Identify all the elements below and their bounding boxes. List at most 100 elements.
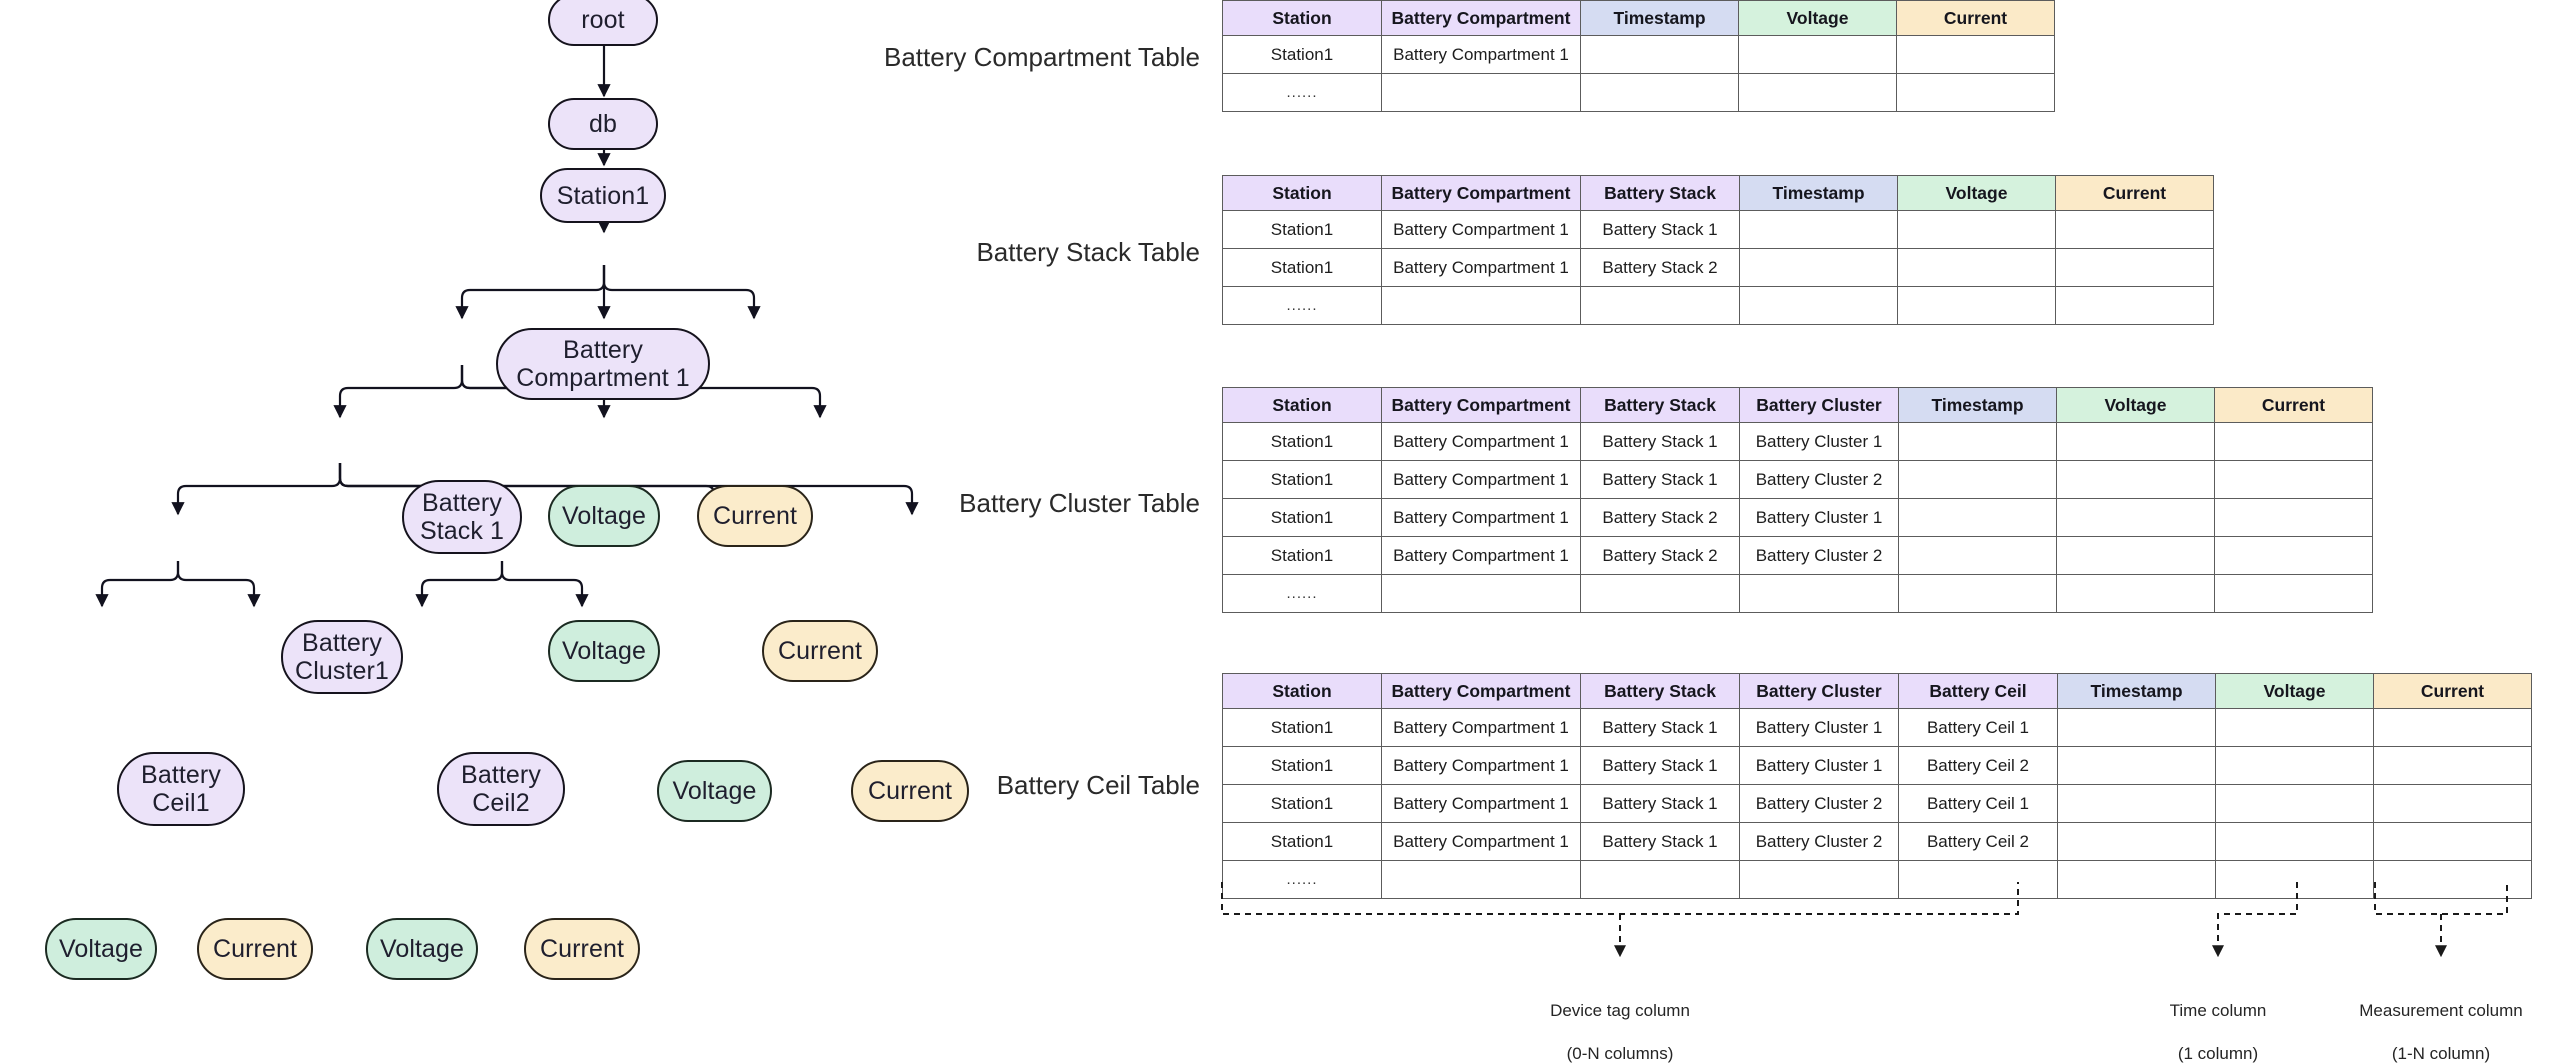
table-cell <box>1898 498 2057 537</box>
tree-node-voltage-ceil1[interactable]: Voltage <box>45 918 157 980</box>
tree-node-current-ceil2[interactable]: Current <box>524 918 640 980</box>
tree-node-current-ceil1[interactable]: Current <box>197 918 313 980</box>
column-header-voltage[interactable]: Voltage <box>2215 673 2374 709</box>
table-cell: Battery Cluster 1 <box>1739 498 1899 537</box>
column-header-voltage[interactable]: Voltage <box>1897 175 2056 211</box>
tree-node-station1[interactable]: Station1 <box>540 168 666 223</box>
table-row[interactable]: ...... <box>1222 860 2532 899</box>
tree-node-cluster1[interactable]: Battery Cluster1 <box>281 620 403 694</box>
column-header-timestamp[interactable]: Timestamp <box>1580 0 1739 36</box>
tree-node-db[interactable]: db <box>548 98 658 150</box>
column-header-station[interactable]: Station <box>1222 387 1382 423</box>
tree-node-root[interactable]: root <box>548 0 658 46</box>
table-cell <box>1897 210 2056 249</box>
table-cell <box>2055 248 2214 287</box>
table-cell <box>1896 73 2055 112</box>
column-header-battery-stack[interactable]: Battery Stack <box>1580 175 1740 211</box>
column-header-timestamp[interactable]: Timestamp <box>2057 673 2216 709</box>
table-cell: Battery Stack 1 <box>1580 210 1740 249</box>
tree-node-current-cluster[interactable]: Current <box>851 760 969 822</box>
column-header-current[interactable]: Current <box>2055 175 2214 211</box>
tree-node-stack1[interactable]: Battery Stack 1 <box>402 480 522 554</box>
column-header-battery-compartment[interactable]: Battery Compartment <box>1381 387 1581 423</box>
tree-node-ceil1[interactable]: Battery Ceil1 <box>117 752 245 826</box>
table-cell <box>2055 286 2214 325</box>
column-header-battery-stack[interactable]: Battery Stack <box>1580 387 1740 423</box>
table-cell: Battery Cluster 2 <box>1739 822 1899 861</box>
table-row[interactable]: ...... <box>1222 73 2055 112</box>
table-cell <box>2214 422 2373 461</box>
table-row[interactable]: ...... <box>1222 286 2214 325</box>
table-cell <box>2057 860 2216 899</box>
tree-node-current-compartment[interactable]: Current <box>697 485 813 547</box>
column-header-battery-cluster[interactable]: Battery Cluster <box>1739 387 1899 423</box>
table-cell <box>1739 248 1898 287</box>
table-cell <box>1898 860 2058 899</box>
table-cell <box>2057 822 2216 861</box>
column-header-voltage[interactable]: Voltage <box>1738 0 1897 36</box>
column-header-station[interactable]: Station <box>1222 673 1382 709</box>
table-cell <box>2215 708 2374 747</box>
table-cell <box>1381 860 1581 899</box>
column-header-battery-stack[interactable]: Battery Stack <box>1580 673 1740 709</box>
tree-node-voltage-compartment[interactable]: Voltage <box>548 485 660 547</box>
column-header-battery-cluster[interactable]: Battery Cluster <box>1739 673 1899 709</box>
table-cell <box>2373 708 2532 747</box>
column-header-current[interactable]: Current <box>1896 0 2055 36</box>
column-header-voltage[interactable]: Voltage <box>2056 387 2215 423</box>
column-header-station[interactable]: Station <box>1222 175 1382 211</box>
tree-node-current-stack[interactable]: Current <box>762 620 878 682</box>
table-cell: Station1 <box>1222 746 1382 785</box>
column-header-battery-compartment[interactable]: Battery Compartment <box>1381 673 1581 709</box>
column-header-timestamp[interactable]: Timestamp <box>1898 387 2057 423</box>
tree-node-voltage-ceil2[interactable]: Voltage <box>366 918 478 980</box>
column-header-station[interactable]: Station <box>1222 0 1382 36</box>
table-cell: Battery Stack 2 <box>1580 536 1740 575</box>
table-cell <box>2214 460 2373 499</box>
column-header-timestamp[interactable]: Timestamp <box>1739 175 1898 211</box>
table-cell: Station1 <box>1222 460 1382 499</box>
table-cell <box>1897 286 2056 325</box>
tree-node-voltage-cluster[interactable]: Voltage <box>657 760 772 822</box>
table-cell: Battery Cluster 2 <box>1739 460 1899 499</box>
column-header-battery-compartment[interactable]: Battery Compartment <box>1381 175 1581 211</box>
table-cell <box>1381 286 1581 325</box>
table-cell: Station1 <box>1222 422 1382 461</box>
column-header-battery-ceil[interactable]: Battery Ceil <box>1898 673 2058 709</box>
column-header-current[interactable]: Current <box>2214 387 2373 423</box>
table-row[interactable]: ...... <box>1222 574 2373 613</box>
table-cell <box>2056 498 2215 537</box>
table-cell <box>2057 746 2216 785</box>
column-header-battery-compartment[interactable]: Battery Compartment <box>1381 0 1581 36</box>
table-cell <box>2214 574 2373 613</box>
tree-node-voltage-stack[interactable]: Voltage <box>548 620 660 682</box>
table-cell <box>1898 574 2057 613</box>
table-cell: Battery Stack 2 <box>1580 498 1740 537</box>
table-cell <box>1580 286 1740 325</box>
column-header-current[interactable]: Current <box>2373 673 2532 709</box>
table-cell: Battery Compartment 1 <box>1381 422 1581 461</box>
table-cell <box>2056 460 2215 499</box>
tree-node-ceil2[interactable]: Battery Ceil2 <box>437 752 565 826</box>
table-cell: Battery Stack 1 <box>1580 784 1740 823</box>
tree-node-compartment1[interactable]: Battery Compartment 1 <box>496 328 710 400</box>
table-cell <box>1580 73 1739 112</box>
